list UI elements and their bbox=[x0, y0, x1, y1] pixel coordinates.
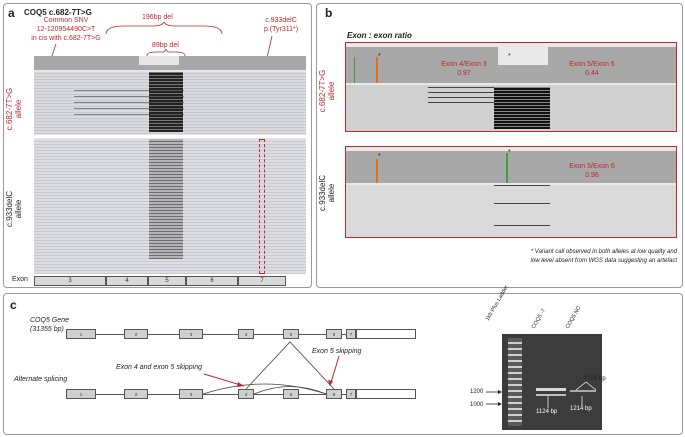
gel-band-arrows bbox=[547, 381, 597, 408]
alt-intron-line bbox=[84, 394, 356, 395]
alt-splicing-label: Alternate splicing bbox=[14, 376, 68, 383]
track2-frame: * * bbox=[345, 146, 677, 238]
allele2-exon5-reads bbox=[149, 139, 183, 259]
alt-exon-7: 7 bbox=[346, 389, 356, 399]
gel-band-nc bbox=[570, 390, 596, 392]
track1-star2: * bbox=[508, 53, 511, 60]
track2-line2 bbox=[494, 203, 550, 204]
track2-variant-orange bbox=[376, 159, 378, 183]
ratio1: Exon 4/Exon 3 0.97 bbox=[441, 61, 487, 77]
track2-line3 bbox=[494, 225, 550, 226]
track2-line1 bbox=[494, 185, 550, 186]
exon-track-label: Exon bbox=[12, 276, 28, 283]
b-allele2-label: c.933delC allele bbox=[318, 174, 336, 212]
a-allele1-label: c.682-7T>G allele bbox=[5, 87, 23, 131]
a-allele2-label: c.933delC allele bbox=[5, 190, 23, 228]
gel-lane-label-ladder: 1kb Plus Ladder bbox=[484, 284, 510, 322]
panel-b: b Exon : exon ratio * * Exon 4/Exon 3 0.… bbox=[316, 3, 683, 288]
panel-b-letter: b bbox=[325, 6, 333, 20]
gene-label: COQ5 Gene (31355 bp) bbox=[30, 317, 69, 333]
track2-reads bbox=[346, 185, 676, 237]
gene-utr bbox=[356, 329, 416, 339]
gel-band-label-1329: 1329 bp bbox=[584, 376, 606, 382]
gel-marker-1000: 1000 bbox=[470, 402, 484, 408]
gene-exon-1: 1 bbox=[66, 329, 96, 339]
panel-a-letter: a bbox=[8, 6, 15, 20]
gel-band-label-1214: 1214 bp bbox=[570, 406, 592, 412]
alt-exon-4: 4 bbox=[238, 389, 254, 399]
track1-frame: * * bbox=[345, 42, 677, 132]
exon-3: 3 bbox=[34, 276, 106, 286]
gel-marker-1200: 1200 bbox=[470, 389, 484, 395]
track2-variant-green bbox=[506, 153, 508, 183]
gene-intron-line bbox=[84, 334, 356, 335]
allele1-del-lines bbox=[74, 90, 184, 120]
gel-band-label-1124: 1124 bp bbox=[536, 409, 558, 415]
del89-brace bbox=[146, 49, 186, 57]
alt-exon-1: 1 bbox=[66, 389, 96, 399]
skip5-label: Exon 5 skipping bbox=[312, 348, 362, 355]
track1-variant-green bbox=[354, 57, 355, 83]
c933-annotation: c.933delC p.(Tyr311*) bbox=[263, 17, 299, 33]
panel-c: c COQ5 Gene (31355 bp) 1 2 3 4 5 6 7 Alt… bbox=[3, 285, 683, 435]
skip45-label: Exon 4 and exon 5 skipping bbox=[116, 364, 203, 371]
c933-highlight bbox=[259, 139, 265, 274]
b-allele1-label: c.682-7T>G allele bbox=[318, 69, 336, 113]
gene-exon-7: 7 bbox=[346, 329, 356, 339]
del89-label: 89bp del bbox=[152, 42, 179, 49]
alt-exon-2: 2 bbox=[124, 389, 148, 399]
track1-dense-reads bbox=[494, 87, 550, 129]
gene-exon-3: 3 bbox=[179, 329, 203, 339]
panel-c-letter: c bbox=[10, 298, 17, 312]
track1-coverage-gap bbox=[498, 47, 548, 65]
alt-exon-3: 3 bbox=[179, 389, 203, 399]
gene-exon-2: 2 bbox=[124, 329, 148, 339]
track1-star1: * bbox=[378, 53, 381, 60]
exon-6: 6 bbox=[186, 276, 238, 286]
track2-coverage bbox=[346, 151, 676, 183]
gel-marker-arrows bbox=[486, 390, 502, 406]
gene-exon-5: 5 bbox=[283, 329, 299, 339]
panel-b-title: Exon : exon ratio bbox=[347, 31, 412, 40]
splice-junctions bbox=[202, 341, 340, 395]
exon-track: 3 4 5 6 7 bbox=[34, 276, 306, 286]
igv-pileup-a bbox=[34, 56, 306, 274]
gel-ladder-lane bbox=[508, 338, 522, 426]
alt-exon-6: 6 bbox=[326, 389, 342, 399]
exon-7: 7 bbox=[238, 276, 286, 286]
track2-star2: * bbox=[508, 149, 511, 156]
gel-image bbox=[502, 334, 602, 430]
gene-exon-6: 6 bbox=[326, 329, 342, 339]
gel-lane-label-nc: COQ5 NC bbox=[564, 305, 583, 330]
panel-a-title: COQ5 c.682-7T>G bbox=[24, 8, 92, 17]
snv-annotation: Common SNV 12-120954490C>T in cis with c… bbox=[31, 17, 101, 42]
ratio3: Exon 5/Exon 6 0.96 bbox=[569, 163, 615, 179]
track2-star1: * bbox=[378, 153, 381, 160]
panel-b-footnote: * Variant call observed in both alleles … bbox=[530, 249, 677, 264]
gel-lane-label-coq5-7: COQ5 -7 bbox=[530, 307, 548, 330]
exon-5: 5 bbox=[148, 276, 186, 286]
del196-label: 196bp del bbox=[142, 14, 173, 21]
track1-variant-orange bbox=[376, 57, 378, 83]
allele-separator bbox=[34, 135, 306, 138]
alt-exon-5: 5 bbox=[283, 389, 299, 399]
exon-4: 4 bbox=[106, 276, 148, 286]
gel-band-coq5-7-lower bbox=[536, 394, 566, 396]
gel-band-coq5-7-upper bbox=[536, 388, 566, 391]
alt-utr bbox=[356, 389, 416, 399]
gene-exon-4: 4 bbox=[238, 329, 254, 339]
panel-a: a COQ5 c.682-7T>G Common SNV 12-12095449… bbox=[3, 3, 312, 288]
del196-brace bbox=[105, 22, 223, 35]
coverage-dip bbox=[139, 56, 179, 65]
ratio2: Exon 5/Exon 6 0.44 bbox=[569, 61, 615, 77]
